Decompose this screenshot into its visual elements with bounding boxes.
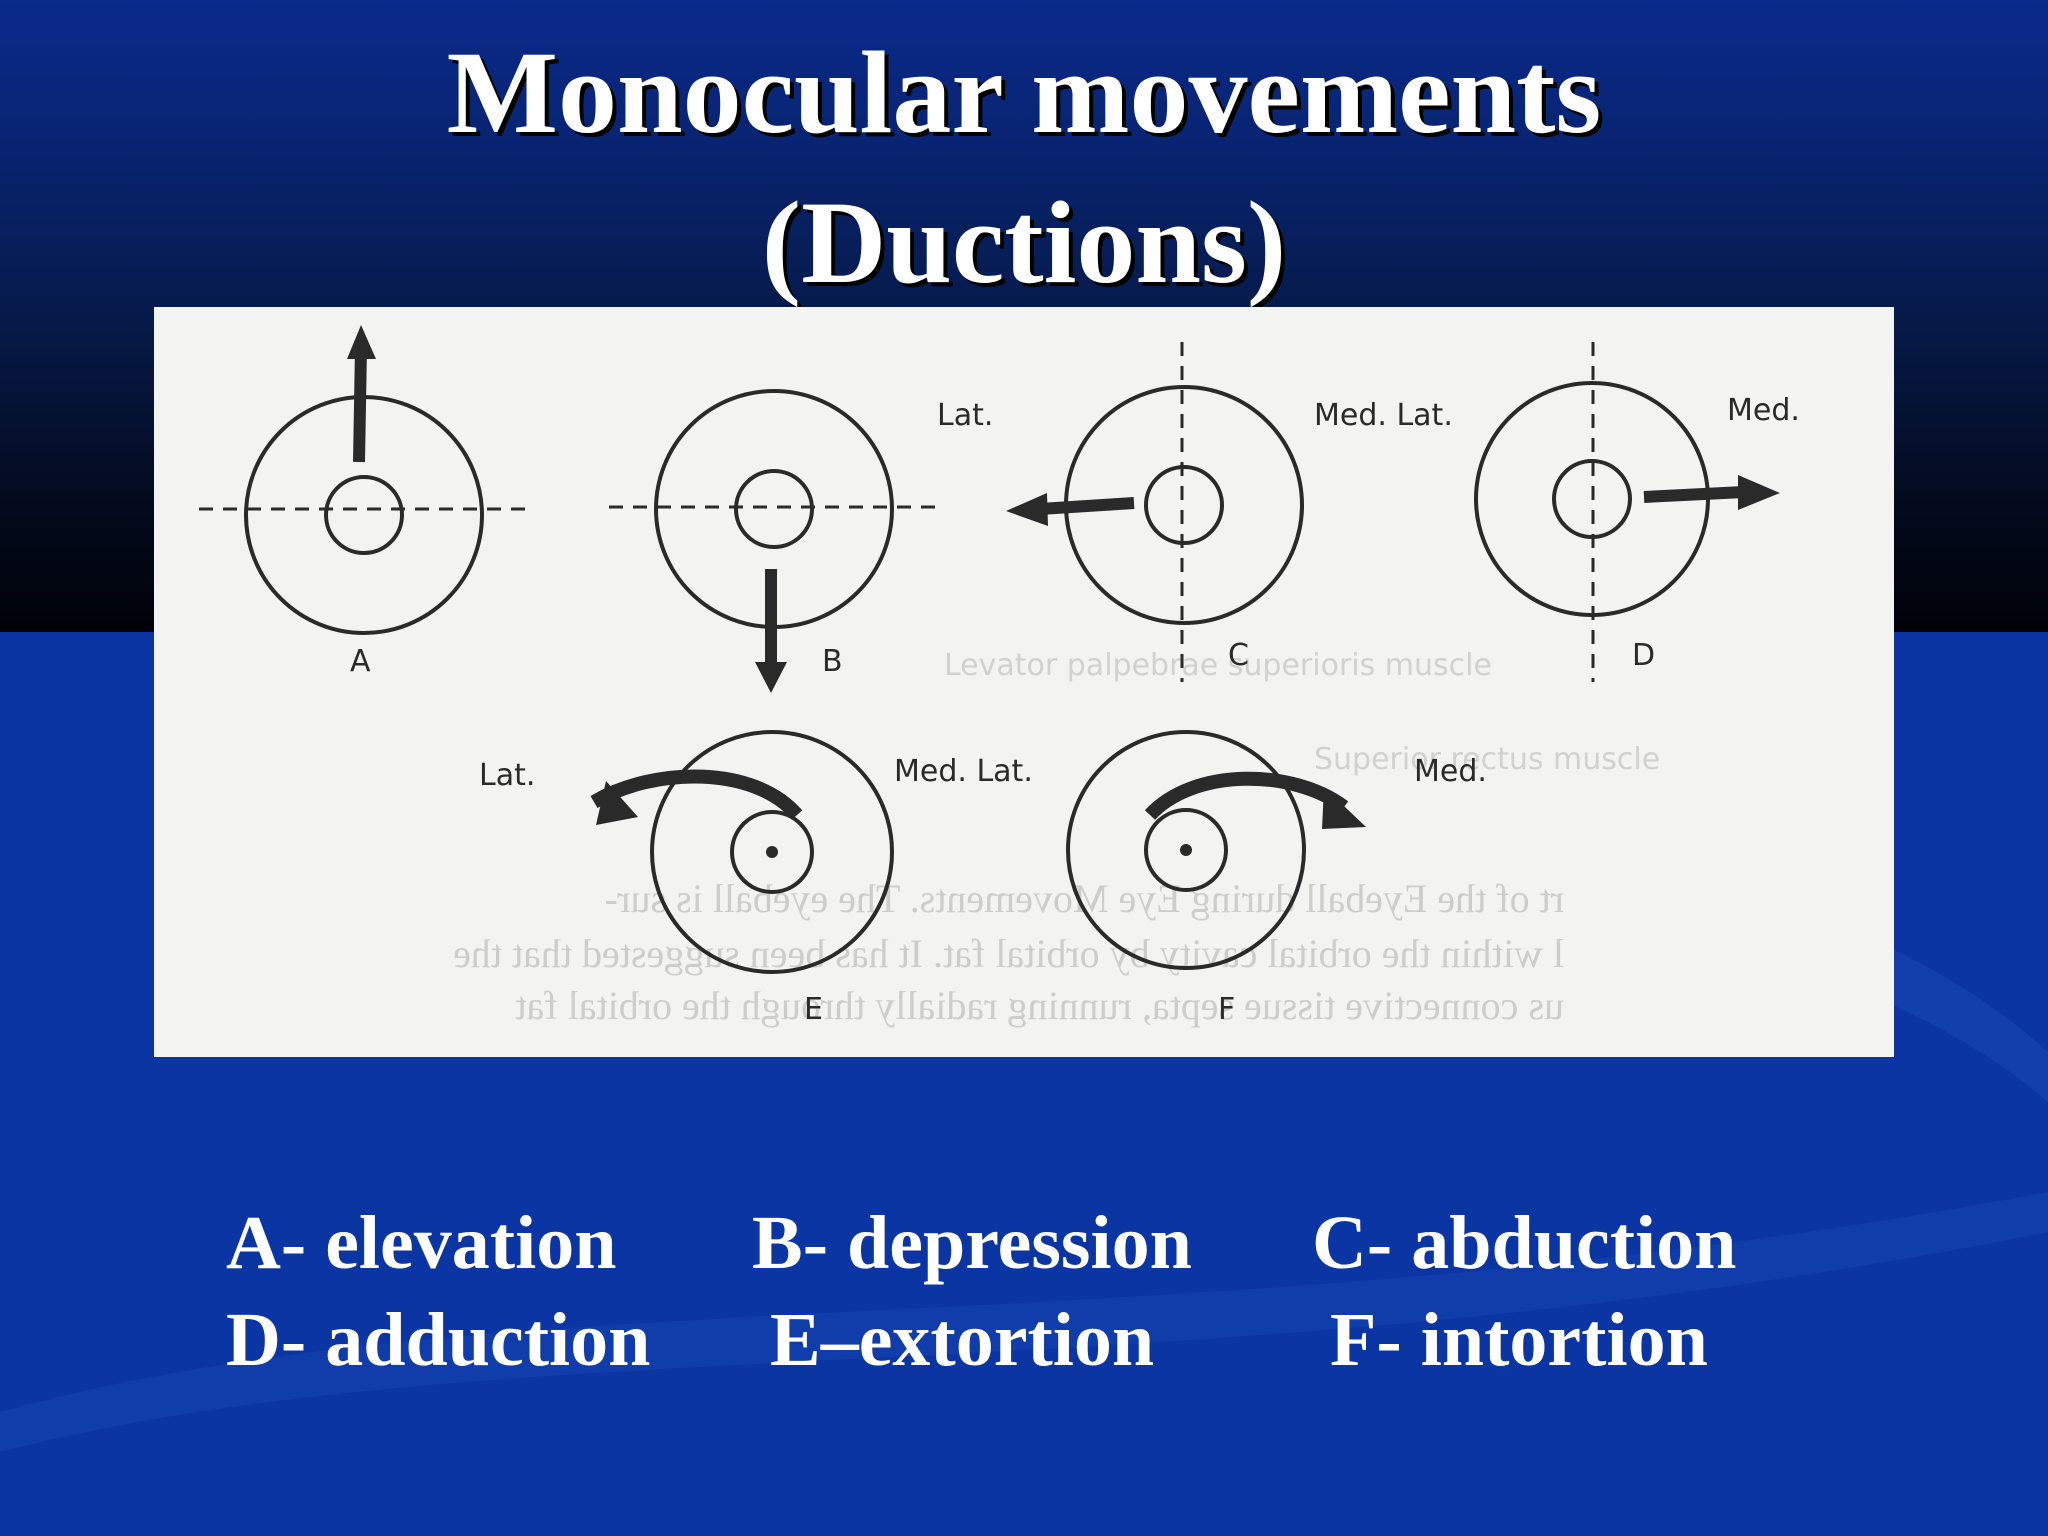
- title-line-1: Monocular movements: [446, 27, 1602, 158]
- caption-a: A- elevation: [226, 1201, 617, 1285]
- caption-b: B- depression: [752, 1201, 1192, 1285]
- panel-a-letter: A: [350, 644, 371, 679]
- panel-a-elevation: [199, 325, 529, 635]
- caption-e: E–extortion: [770, 1298, 1155, 1382]
- panel-d-med-label: Med.: [1727, 393, 1800, 428]
- panel-f-intortion: [1066, 730, 1366, 970]
- panel-f-letter: F: [1218, 992, 1235, 1027]
- bleed-through-text: rt of the Eyeball during Eye Movements. …: [453, 648, 1660, 1028]
- panel-b-depression: [609, 389, 944, 693]
- svg-text:Superior rectus muscle: Superior rectus muscle: [1314, 742, 1660, 777]
- panel-e-medlat-label: Med. Lat.: [894, 754, 1033, 789]
- panel-e-extortion: [590, 730, 894, 974]
- panel-f-med-label: Med.: [1414, 754, 1487, 789]
- caption-c: C- abduction: [1312, 1201, 1737, 1285]
- panel-c-lat-label: Lat.: [937, 398, 993, 433]
- svg-text:us connective tissue septa, ru: us connective tissue septa, running radi…: [515, 983, 1564, 1028]
- svg-text:Levator palpebrae superioris m: Levator palpebrae superioris muscle: [944, 648, 1492, 683]
- panel-c-letter: C: [1228, 638, 1249, 673]
- slide-title: Monocular movements (Ductions): [0, 18, 2048, 318]
- panel-d-letter: D: [1632, 638, 1655, 673]
- ductions-figure: rt of the Eyeball during Eye Movements. …: [154, 307, 1894, 1057]
- panel-c-abduction: [1006, 342, 1304, 682]
- panel-e-letter: E: [804, 992, 823, 1027]
- caption-d: D- adduction: [226, 1298, 651, 1382]
- title-line-2: (Ductions): [761, 177, 1287, 308]
- panel-e-lat-label: Lat.: [479, 758, 535, 793]
- panel-c-medlat-label: Med. Lat.: [1314, 398, 1453, 433]
- panel-d-adduction: [1474, 342, 1780, 682]
- svg-text:l within the orbital cavity by: l within the orbital cavity by orbital f…: [453, 931, 1564, 976]
- caption-f: F- intortion: [1330, 1298, 1708, 1382]
- panel-b-letter: B: [822, 644, 843, 679]
